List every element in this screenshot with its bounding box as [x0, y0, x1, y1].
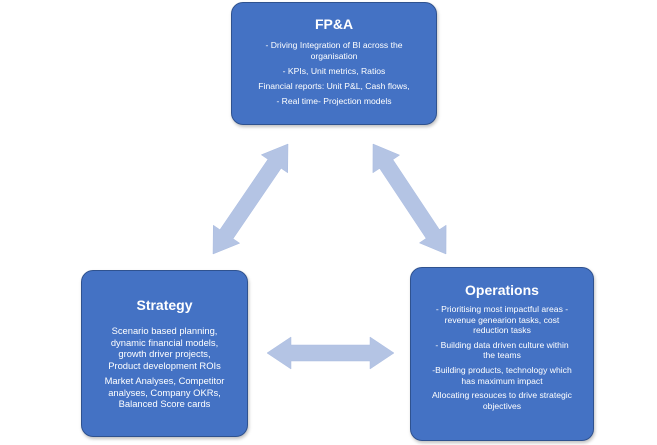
arrow-fpa-strategy [212, 143, 289, 255]
node-strategy-line: Scenario based planning, [111, 325, 218, 336]
arrow-fpa-operations [372, 143, 447, 255]
node-fpa-title: FP&A [314, 16, 354, 32]
node-strategy-line: dynamic financial models, [110, 336, 219, 348]
node-strategy-line: growth driver projects, [118, 348, 211, 359]
node-operations-line: - Building data driven culture within [435, 339, 569, 350]
node-operations-line: has maximum impact [461, 375, 543, 386]
node-operations-line: objectives [482, 400, 522, 411]
node-fpa-line: organisation [310, 51, 358, 61]
node-strategy: Strategy Scenario based planning, dynami… [81, 270, 248, 437]
node-strategy-line: Market Analyses, Competitor [104, 375, 225, 386]
node-fpa-line: Financial reports: Unit P&L, Cash flows, [258, 81, 410, 91]
node-operations-line: Allocating resouces to drive strategic [432, 390, 572, 401]
node-operations-title: Operations [465, 282, 539, 298]
node-fpa-line: - KPIs, Unit metrics, Ratios [282, 66, 386, 76]
node-operations-line: the teams [483, 350, 521, 361]
node-operations-line: reduction tasks [473, 325, 531, 336]
node-fpa-line: - Real time- Projection models [276, 96, 392, 106]
node-strategy-line: analyses, Company OKRs, [108, 386, 221, 398]
node-fpa: FP&A - Driving Integration of BI across … [231, 2, 437, 125]
node-strategy-line: Balanced Score cards [118, 398, 211, 409]
node-operations-line: - Prioritising most impactful areas - [435, 304, 569, 314]
node-operations-line: -Building products, technology which [432, 364, 572, 375]
arrow-strategy-operations [266, 336, 395, 370]
node-operations: Operations - Prioritising most impactful… [410, 267, 594, 441]
node-operations-line: revenue genearion tasks, cost [444, 314, 560, 325]
node-fpa-line: - Driving Integration of BI across the [265, 40, 403, 50]
node-strategy-title: Strategy [136, 297, 193, 313]
node-strategy-line: Product development ROIs [108, 359, 221, 371]
